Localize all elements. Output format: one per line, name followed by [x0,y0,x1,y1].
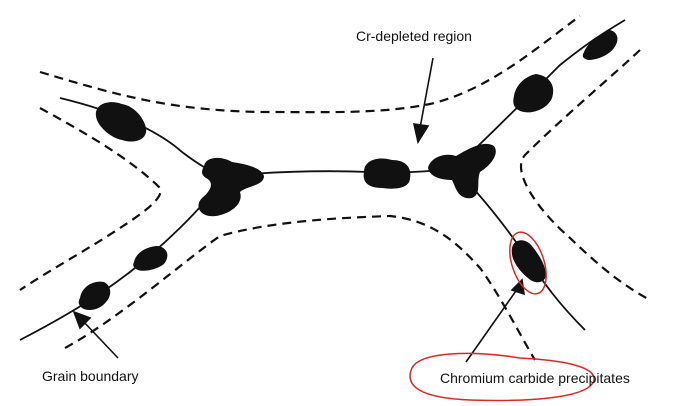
grain-boundary-lower-left [19,175,226,341]
arrow-cr-depleted-shaft [419,57,434,129]
cr-depleted-zone-outlines [19,15,651,361]
red-loop-label [409,352,595,402]
dashed-outline-left-inner [64,214,536,361]
label-cr-depleted-region: Cr-depleted region [356,28,472,44]
arrow-grain-boundary-head [72,310,92,330]
red-circle-precipitate [509,231,547,295]
precipitate-5 [513,74,554,113]
dashed-outline-top [39,15,581,114]
precipitate-4 [428,143,496,199]
label-grain-boundary: Grain boundary [42,368,139,384]
precipitate-7 [133,246,168,271]
red-annotations [409,231,595,402]
arrow-carbide-shaft [465,287,519,363]
precipitate-1 [95,102,147,142]
carbide-precipitates [78,30,618,310]
precipitate-9 [511,240,546,283]
arrow-grain-boundary-shaft [81,319,119,359]
precipitate-3 [363,158,411,189]
arrow-cr-depleted-head [412,123,430,145]
grain-boundary-lines [19,19,626,341]
precipitate-6 [582,30,618,60]
dashed-outline-right [519,49,651,301]
label-chromium-carbide-precipitates: Chromium carbide precipitates [440,370,630,386]
dashed-outline-left-outer [19,107,162,291]
precipitate-2 [198,157,264,217]
precipitate-8 [78,281,111,310]
arrow-carbide-head [510,278,525,296]
pointer-arrows [72,57,525,363]
